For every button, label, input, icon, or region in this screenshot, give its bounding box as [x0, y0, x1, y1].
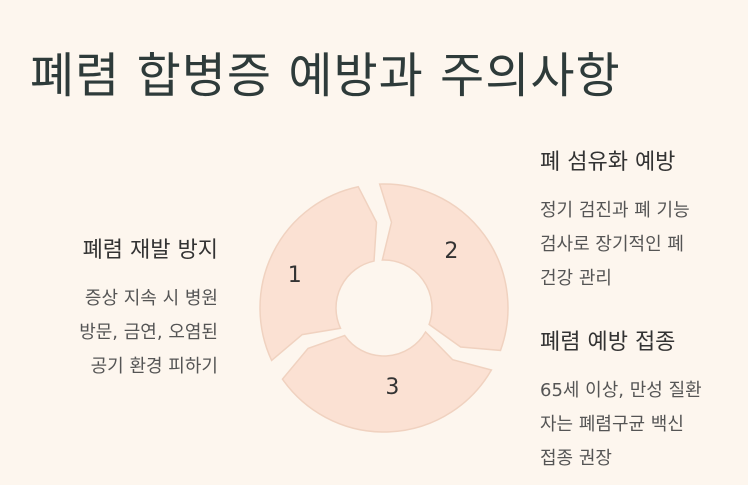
item-vaccination: 폐렴 예방 접종 65세 이상, 만성 질환 자는 폐렴구균 백신 접종 권장 — [540, 324, 702, 476]
item-recurrence-prevention: 폐렴 재발 방지 증상 지속 시 병원 방문, 금연, 오염된 공기 환경 피하… — [79, 232, 218, 384]
cycle-segment-1 — [259, 185, 378, 362]
cycle-segment-number: 2 — [444, 239, 458, 264]
item-body: 증상 지속 시 병원 방문, 금연, 오염된 공기 환경 피하기 — [79, 288, 218, 377]
item-fibrosis-prevention: 폐 섬유화 예방 정기 검진과 폐 기능 검사로 장기적인 폐 건강 관리 — [540, 144, 690, 296]
page-title: 폐렴 합병증 예방과 주의사항 — [30, 48, 621, 104]
item-heading: 폐 섬유화 예방 — [540, 150, 676, 175]
item-body: 65세 이상, 만성 질환 자는 폐렴구균 백신 접종 권장 — [540, 380, 702, 469]
cycle-segment-number: 3 — [385, 375, 399, 400]
item-body: 정기 검진과 폐 기능 검사로 장기적인 폐 건강 관리 — [540, 200, 690, 289]
cycle-segment-3 — [281, 330, 493, 433]
cycle-segment-2 — [378, 183, 509, 352]
item-heading: 폐렴 예방 접종 — [540, 330, 676, 355]
item-heading: 폐렴 재발 방지 — [82, 238, 218, 263]
cycle-diagram: 1 2 3 — [259, 183, 509, 433]
cycle-segment-number: 1 — [288, 263, 302, 288]
